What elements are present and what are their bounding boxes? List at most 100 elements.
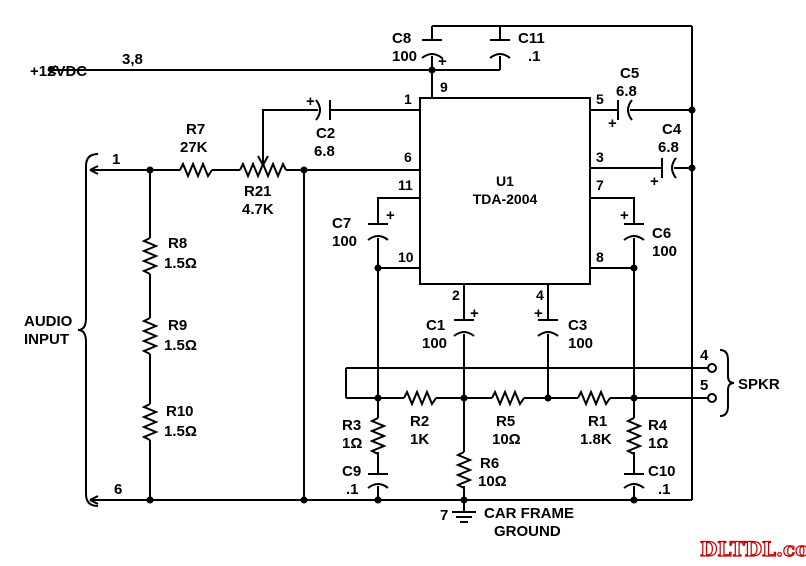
- c1-plus-mark: +: [470, 305, 479, 322]
- resistor-r5: [491, 389, 525, 407]
- resistor-r7: [179, 161, 213, 179]
- pin-9-label: 9: [440, 79, 448, 95]
- c3-plus-mark: +: [534, 305, 543, 322]
- c6-value: 100: [652, 243, 677, 260]
- pin-10-label: 10: [398, 249, 414, 265]
- r5-ref: R5: [496, 413, 515, 430]
- r3-value: 1Ω: [342, 435, 362, 452]
- c2-value: 6.8: [314, 143, 335, 160]
- r2-value: 1K: [410, 431, 429, 448]
- c7-plus-mark: +: [386, 207, 395, 224]
- input-pin-top: 1: [112, 151, 120, 168]
- pin-7-label: 7: [596, 177, 604, 193]
- c9-value: .1: [346, 481, 359, 498]
- pin-5-label: 5: [596, 91, 604, 107]
- supply-pins-label: 3,8: [122, 51, 143, 68]
- r7-ref: R7: [186, 121, 205, 138]
- pin-8-label: 8: [596, 249, 604, 265]
- speaker-brace: [719, 349, 735, 417]
- c8-plus-mark: +: [438, 53, 447, 70]
- r1-value: 1.8K: [580, 431, 612, 448]
- resistor-r1: [577, 389, 611, 407]
- r8-ref: R8: [168, 235, 187, 252]
- capacitor-c3: [537, 319, 559, 337]
- supply-label: +12VDC: [30, 63, 87, 80]
- pin-11-label: 11: [398, 177, 413, 193]
- c11-value: .1: [528, 48, 541, 65]
- c5-ref: C5: [620, 65, 639, 82]
- audio-input-label-2: INPUT: [24, 331, 69, 348]
- resistor-r4: [625, 417, 643, 455]
- r21-ref: R21: [244, 183, 272, 200]
- ic-u1-body: [419, 97, 591, 285]
- audio-input-brace: [77, 153, 99, 507]
- pin-4-label: 4: [536, 287, 544, 303]
- r6-ref: R6: [480, 455, 499, 472]
- c2-plus-mark: +: [306, 93, 315, 110]
- resistor-r3: [369, 417, 387, 455]
- c4-plus-mark: +: [650, 173, 659, 190]
- capacitor-c9: [367, 473, 389, 489]
- r4-value: 1Ω: [648, 435, 668, 452]
- potentiometer-r21: [239, 161, 287, 179]
- ground-label-2: GROUND: [494, 523, 561, 540]
- c1-value: 100: [422, 335, 447, 352]
- resistor-r10: [141, 403, 159, 441]
- speaker-terminals: [707, 363, 717, 403]
- c10-ref: C10: [648, 463, 676, 480]
- r2-ref: R2: [410, 413, 429, 430]
- c9-ref: C9: [342, 463, 361, 480]
- pin-3-label: 3: [596, 149, 604, 165]
- ic-ref-label: U1: [496, 173, 514, 189]
- r3-ref: R3: [342, 417, 361, 434]
- r9-value: 1.5Ω: [164, 337, 197, 354]
- c4-ref: C4: [662, 121, 682, 138]
- c1-ref: C1: [426, 317, 445, 334]
- r8-value: 1.5Ω: [164, 255, 197, 272]
- r10-ref: R10: [166, 403, 194, 420]
- capacitor-c4: [661, 157, 677, 179]
- pin-1-label: 1: [404, 91, 412, 107]
- c10-value: .1: [658, 481, 671, 498]
- capacitor-c10: [623, 473, 645, 489]
- c6-plus-mark: +: [620, 207, 629, 224]
- pin-2-label: 2: [452, 287, 460, 303]
- input-pin-bottom: 6: [114, 481, 122, 498]
- c2-ref: C2: [316, 125, 335, 142]
- pin-6-label: 6: [404, 149, 412, 165]
- ic-part-label: TDA-2004: [473, 191, 538, 207]
- resistor-r2: [403, 389, 437, 407]
- c3-value: 100: [568, 335, 593, 352]
- ground-pin-label: 7: [440, 507, 448, 524]
- speaker-pin-b: 5: [700, 377, 708, 394]
- capacitor-c7: [367, 223, 389, 241]
- speaker-pin-a: 4: [700, 347, 709, 364]
- c8-value: 100: [392, 48, 417, 65]
- speaker-label: SPKR: [738, 376, 780, 393]
- c11-ref: C11: [518, 30, 545, 47]
- c3-ref: C3: [568, 317, 587, 334]
- r4-ref: R4: [648, 417, 668, 434]
- r7-value: 27K: [180, 139, 208, 156]
- r9-ref: R9: [168, 317, 187, 334]
- r21-value: 4.7K: [242, 201, 274, 218]
- c7-value: 100: [332, 233, 357, 250]
- c6-ref: C6: [652, 225, 671, 242]
- capacitor-c8: [421, 39, 443, 59]
- audio-input-label-1: AUDIO: [24, 313, 73, 330]
- resistor-r8: [141, 237, 159, 275]
- capacitor-c6: [623, 223, 645, 241]
- ground-label-1: CAR FRAME: [484, 505, 574, 522]
- ground-icon: [452, 511, 476, 523]
- capacitor-c2: [315, 99, 331, 121]
- r5-value: 10Ω: [492, 431, 521, 448]
- capacitor-c1: [453, 319, 475, 337]
- c5-plus-mark: +: [608, 115, 617, 132]
- c5-value: 6.8: [616, 83, 637, 100]
- watermark-logo: DLTDL.com: [700, 537, 806, 561]
- resistor-r9: [141, 317, 159, 355]
- c7-ref: C7: [332, 215, 351, 232]
- capacitor-c11: [489, 39, 511, 59]
- c8-ref: C8: [392, 30, 411, 47]
